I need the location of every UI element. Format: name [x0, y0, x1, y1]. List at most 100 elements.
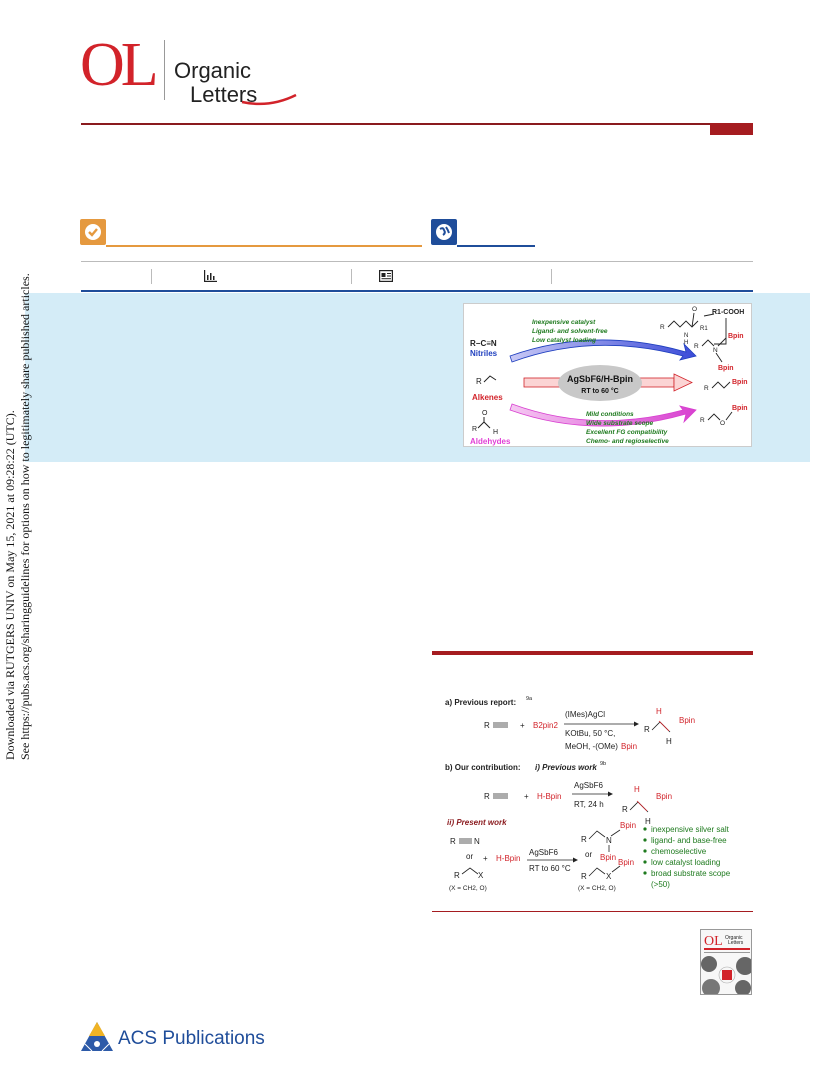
catalyst-ellipse — [558, 365, 642, 401]
scheme-feature: low catalyst loading — [651, 858, 720, 867]
cover-title-line1: Organic — [725, 935, 743, 941]
article-recommendations-icon[interactable] — [379, 270, 393, 282]
toc-feature: Mild conditions — [586, 411, 634, 418]
scheme-c-r2: R — [454, 871, 460, 880]
scheme-b-prod-h1: H — [634, 785, 640, 794]
download-notice-line1: Downloaded via RUTGERS UNIV on May 15, 2… — [3, 410, 17, 760]
scheme-a-cond-bpin: Bpin — [621, 742, 637, 751]
scheme-b-cond-top: AgSbF6 — [574, 781, 603, 790]
nitriles-label: Nitriles — [470, 349, 498, 358]
scheme-b-cond-bot: RT, 24 h — [574, 800, 604, 809]
toc-feature: Ligand- and solvent-free — [532, 328, 608, 335]
bpin-label: Bpin — [718, 365, 734, 372]
alkene-r-label: R — [476, 377, 482, 386]
scheme-c-or2: or — [585, 850, 592, 859]
scheme-c-prod2-x: X — [606, 872, 612, 881]
conditions-label: RT to 60 °C — [581, 387, 618, 395]
metrics-divider — [151, 269, 152, 284]
scheme-a-cond-bot: MeOH, -(OMe) — [565, 742, 618, 751]
amide-o: O — [692, 306, 697, 313]
scheme-a-cond-top: (IMes)AgCl — [565, 710, 605, 719]
cover-logo: OL — [704, 934, 723, 949]
article-type-tab — [710, 123, 753, 135]
scheme-a-r: R — [484, 721, 490, 730]
acs-triangle-logo-icon — [81, 1022, 113, 1052]
alkenes-label: Alkenes — [472, 393, 503, 402]
amide-skeleton — [667, 320, 699, 328]
nitrile-formula: R−C≡N — [470, 339, 497, 348]
scheme-a-cond-mid: KOtBu, 50 °C, — [565, 729, 615, 738]
aldehyde-r: R — [472, 426, 477, 433]
alkene-skeleton — [483, 375, 497, 383]
scheme-a-prod-h1: H — [656, 707, 662, 716]
scheme-feature: chemoselective — [651, 847, 707, 856]
toc-feature: Inexpensive catalyst — [532, 319, 596, 326]
diboryl-r: R — [694, 343, 699, 350]
checkmark-badge-icon[interactable] — [80, 219, 106, 245]
scheme-c-cond-top: AgSbF6 — [529, 848, 558, 857]
access-badge-rule — [106, 245, 422, 247]
scheme-c-or1: or — [466, 852, 473, 861]
alkoxy-o: O — [720, 420, 725, 427]
bar-chart-icon[interactable] — [203, 270, 217, 282]
header-rule — [81, 123, 753, 125]
scheme-c-prod-bpin1: Bpin — [620, 821, 636, 830]
aldehyde-h: H — [493, 429, 498, 436]
toc-graphic[interactable]: R−C≡N Nitriles R Alkenes O R H Aldehydes… — [463, 303, 752, 447]
scheme-c-prod1-r: R — [581, 835, 587, 844]
scheme-c-prod1-n: N — [606, 836, 612, 845]
toc-feature: Chemo- and regioselective — [586, 438, 669, 445]
toc-feature: Wide substrate scope — [586, 420, 654, 427]
scheme-c-prod2-r: R — [581, 872, 587, 881]
scheme-c-prod-bpin3: Bpin — [618, 858, 634, 867]
scheme-c-x-def2: (X = CH2, O) — [578, 885, 616, 892]
scheme-b-title: b) Our contribution: — [445, 763, 521, 772]
scheme-b-prod-r: R — [622, 805, 628, 814]
scheme-feature: ligand- and base-free — [651, 836, 727, 845]
logo-separator — [164, 40, 165, 100]
open-access-badge-rule — [457, 245, 535, 247]
aldehydes-label: Aldehydes — [470, 437, 511, 446]
scheme-b-prod-bpin: Bpin — [656, 792, 672, 801]
reaction-scheme: a) Previous report: 9a R + B2pin2 (IMes)… — [445, 696, 731, 892]
scheme-a-prod-bpin: Bpin — [679, 716, 695, 725]
amide-r: R — [660, 324, 665, 331]
metrics-top-rule — [81, 261, 753, 262]
alkoxy-r: R — [700, 417, 705, 424]
nitrile-arrow — [509, 339, 697, 363]
scheme-c-title: ii) Present work — [447, 818, 507, 827]
journal-logo-letters: OL — [80, 31, 159, 99]
scheme-a-prod-h2: H — [666, 737, 672, 746]
scheme-feature: broad substrate scope — [651, 869, 731, 878]
aldehyde-skeleton — [477, 417, 491, 429]
journal-name-line1: Organic — [174, 58, 252, 83]
diboryl-n: N — [713, 347, 718, 354]
scheme-feature: inexpensive silver salt — [651, 825, 730, 834]
scheme-b-subtitle: i) Previous work — [535, 763, 597, 772]
scheme-b-r: R — [484, 792, 490, 801]
scheme-feature: (>50) — [651, 880, 670, 889]
alkene-arrow-head — [673, 373, 693, 392]
toc-feature: Low catalyst loading — [532, 337, 596, 344]
publisher-name[interactable]: ACS Publications — [118, 1028, 265, 1049]
download-notice-line2: See https://pubs.acs.org/sharingguidelin… — [18, 273, 32, 760]
journal-cover-thumbnail[interactable]: OL Organic Letters — [700, 929, 752, 995]
scheme-b-prod-h2: H — [645, 817, 651, 826]
scheme-a-reagent: B2pin2 — [533, 721, 558, 730]
scheme-c-x: X — [478, 871, 484, 880]
scheme-bottom-rule — [432, 911, 753, 912]
aldehyde-o: O — [482, 410, 488, 417]
globe-badge-icon[interactable] — [431, 219, 457, 245]
amide-h: H — [684, 340, 688, 346]
bpin-label: Bpin — [728, 333, 744, 340]
scheme-c-cond-bot: RT to 60 °C — [529, 864, 571, 873]
cover-title-line2: Letters — [728, 940, 744, 946]
scheme-a-ref: 9a — [526, 696, 533, 702]
catalyst-label: AgSbF6/H-Bpin — [567, 374, 633, 384]
scheme-c-reagent: H-Bpin — [496, 854, 520, 863]
alkyl-r: R — [704, 385, 709, 392]
scheme-c-nitrile-r: R — [450, 837, 456, 846]
aldehyde-arrow — [509, 403, 697, 427]
scheme-b-ref: 9b — [600, 761, 606, 767]
metrics-divider — [551, 269, 552, 284]
